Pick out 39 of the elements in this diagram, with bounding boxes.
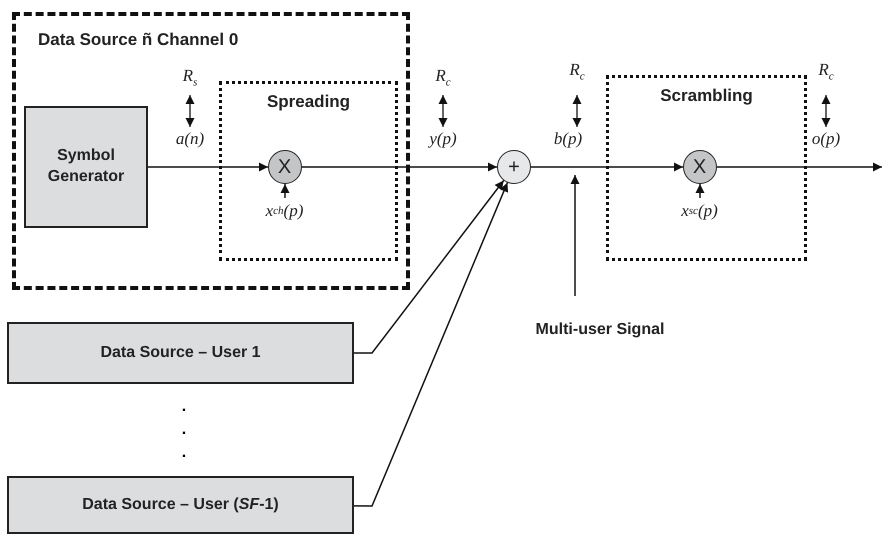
ellipsis-dot: . [180,420,188,440]
box-label: Data Source – User (SF-1) [81,494,280,515]
arrow [302,162,497,172]
operator-symbol: + [507,155,521,180]
rate-label: R$_{s}$ [182,66,198,90]
box-label: Data Source – User 1 [99,342,262,363]
summing-node [497,150,531,184]
arrow [354,182,508,507]
process-box [24,106,148,228]
operator-symbol: X [692,154,708,180]
rate-label: R$_{c}$ [568,60,586,84]
group-title: Spreading [266,92,352,112]
arrow [354,180,504,354]
group-frame [219,81,398,261]
process-box [7,322,354,384]
box-label: Symbol Generator [46,146,126,187]
signal-label: Multi-user Signal [510,318,690,342]
rate-label: R$_{c}$ [817,60,835,84]
operator-symbol: X [276,154,292,180]
group-frame [12,12,410,290]
edge-label: y(p) [427,129,458,149]
multiplier-node [682,150,716,184]
leader-line [570,175,580,296]
edge-label: o(p) [810,129,842,149]
edge-label: b(p) [552,129,584,149]
multiplier-node [268,150,302,184]
rate-label: R$_{c}$ [434,66,452,90]
group-title: Scrambling [659,86,754,106]
ellipsis-dot: . [180,397,188,417]
arrow [717,162,882,172]
group-frame [606,75,807,261]
arrow [280,184,290,198]
arrow [531,162,683,172]
group-title: Data Source ñ Channel 0 [38,30,238,50]
ellipsis-dot: . [180,443,188,463]
edge-label: a(n) [174,129,206,149]
arrow [148,162,268,172]
process-box [7,476,354,534]
arrow [696,184,704,198]
